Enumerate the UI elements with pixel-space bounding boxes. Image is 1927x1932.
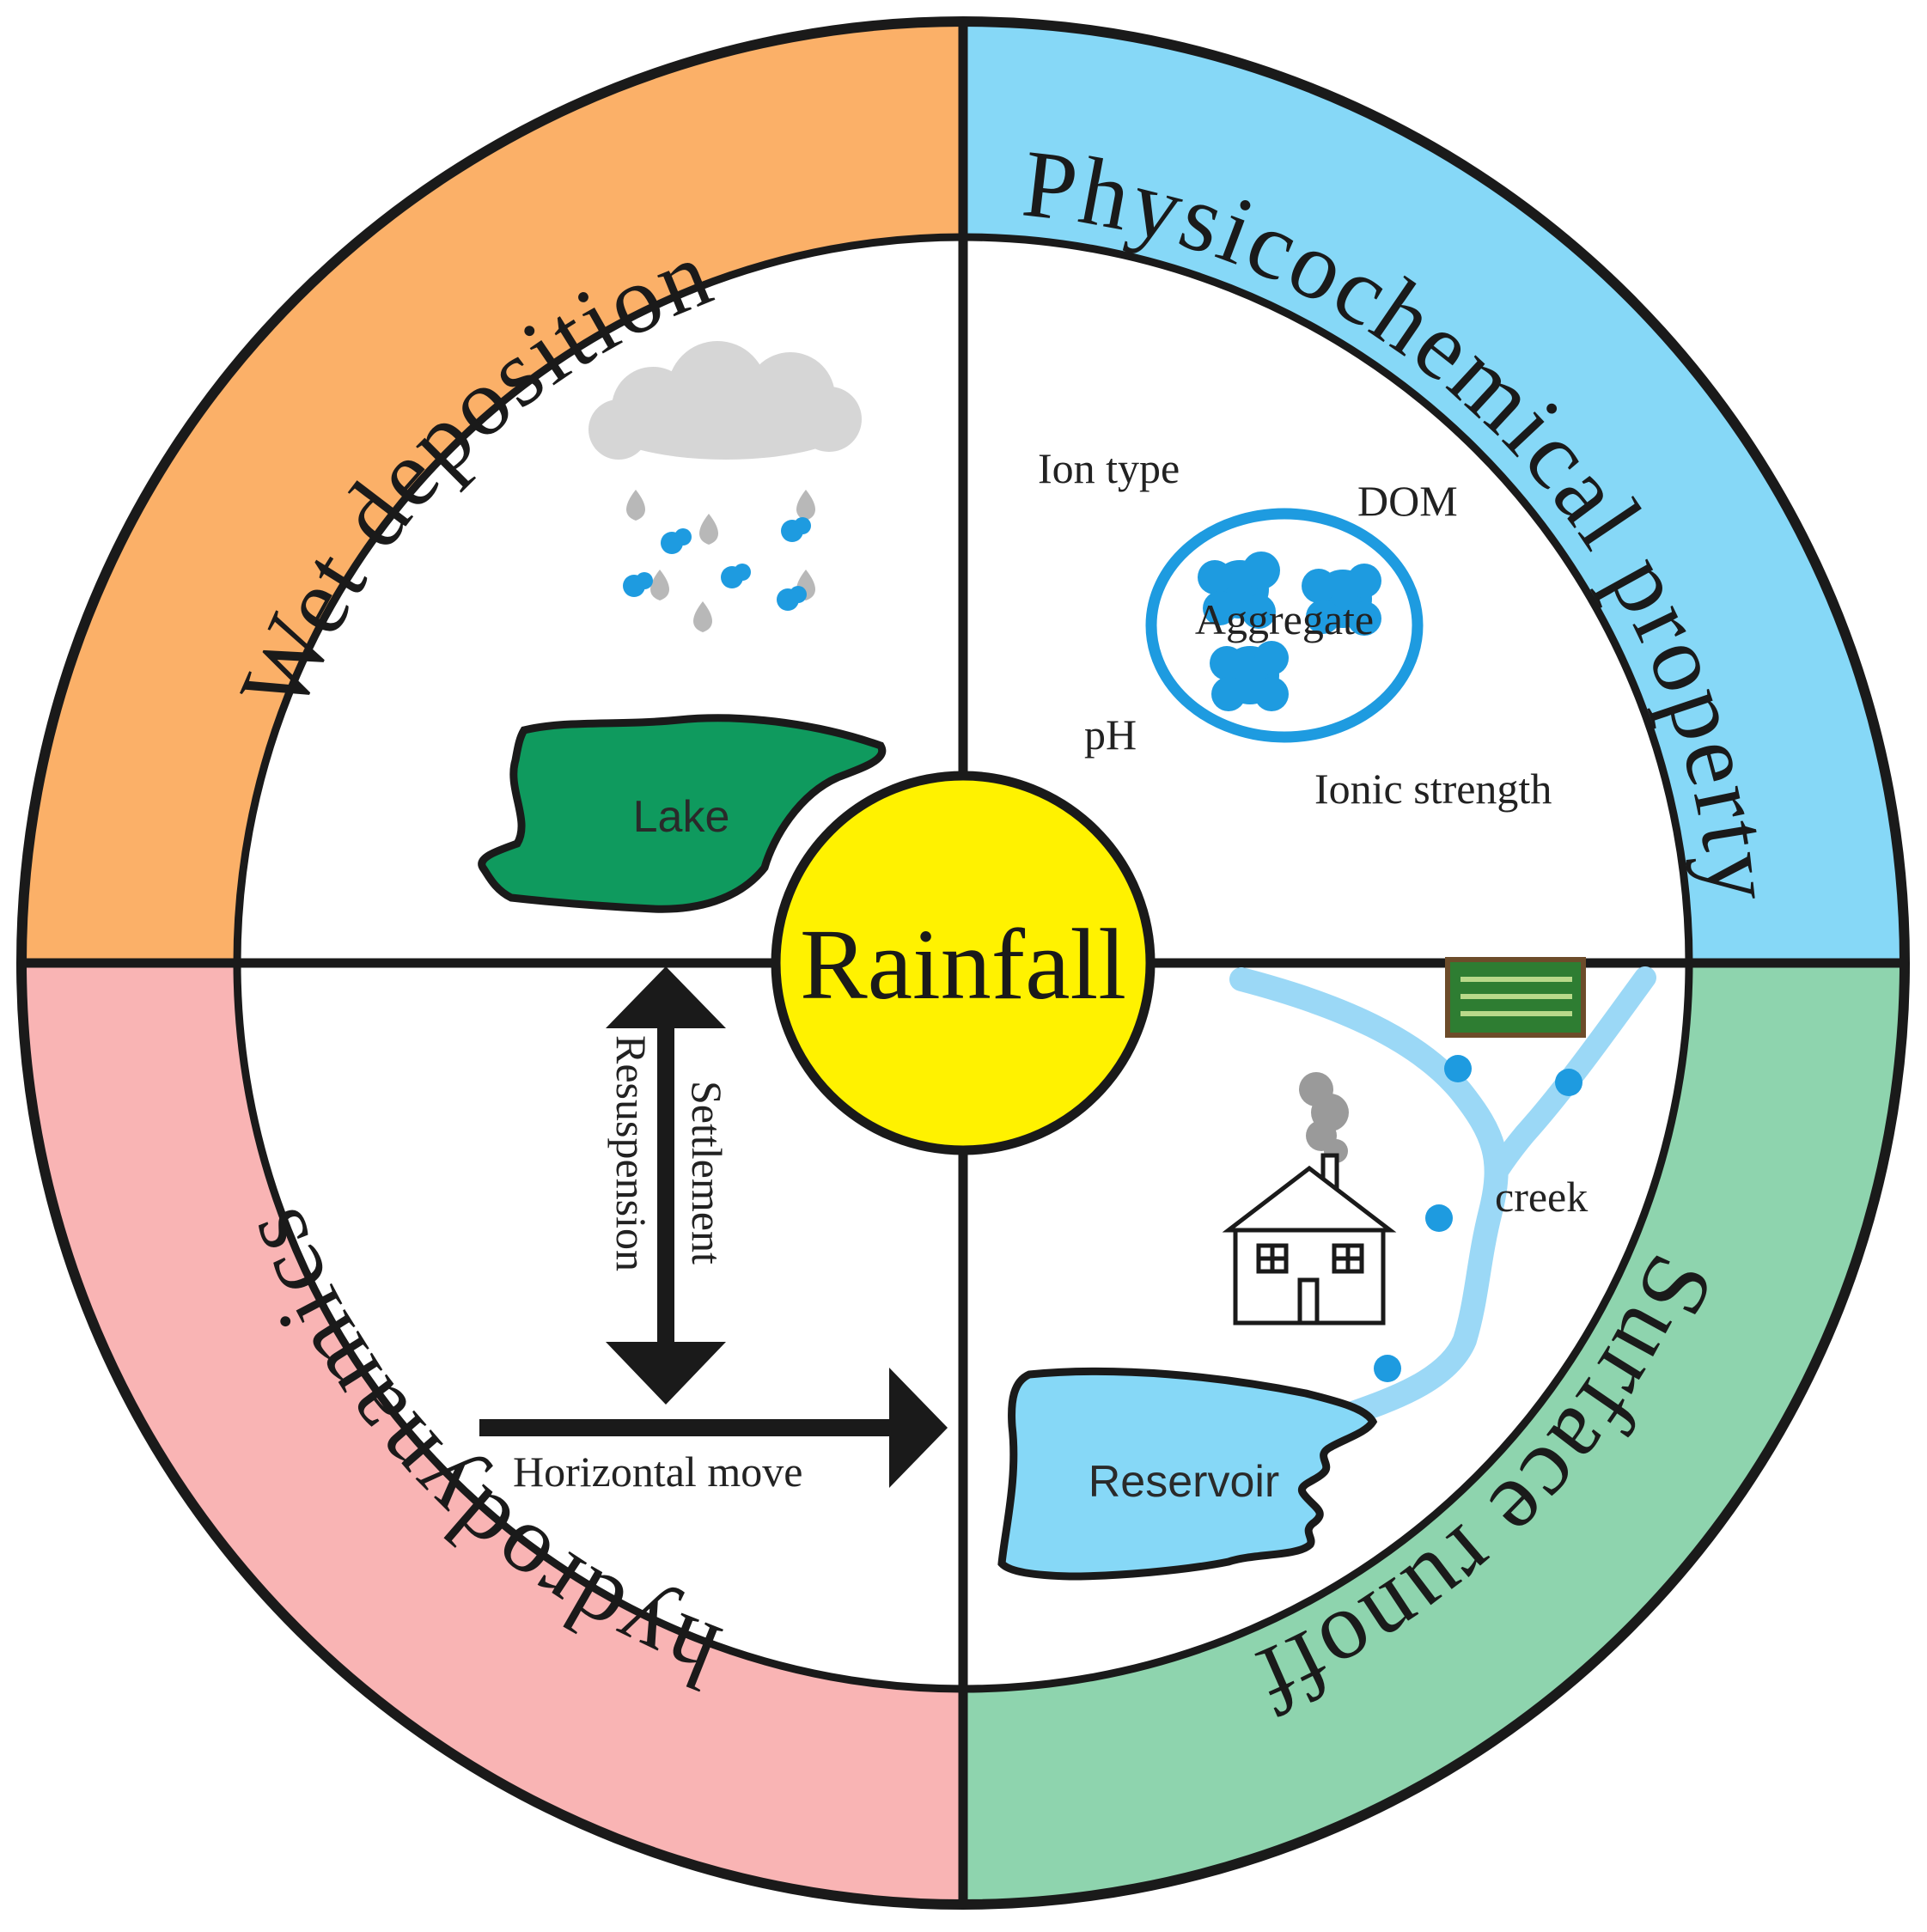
cloud-icon: [588, 341, 862, 460]
reservoir-label: Reservoir: [1089, 1457, 1280, 1507]
creek-label: creek: [1495, 1173, 1588, 1221]
rainfall-label: Rainfall: [800, 908, 1126, 1021]
horizontal-arrow-icon: [479, 1368, 948, 1488]
rainfall-circle: [771, 771, 1156, 1155]
resuspension-label: Resuspension: [607, 1035, 656, 1271]
aggregate-label: Aggregate: [1195, 595, 1374, 643]
particle-icons-rain: [623, 517, 811, 611]
factory-house-icon: [1222, 1153, 1397, 1326]
lake-label: Lake: [633, 792, 730, 842]
lake-shape: [478, 714, 887, 913]
aggregate-particle-icon: [1198, 552, 1381, 711]
farmland-icon: [1445, 957, 1586, 1038]
settlement-label: Settlement: [683, 1081, 731, 1265]
smoke-icon: [1299, 1072, 1349, 1163]
reservoir-shape: [997, 1367, 1378, 1581]
ion-type-label: Ion type: [1038, 444, 1180, 492]
ph-label: pH: [1084, 710, 1137, 759]
ionic-strength-label: Ionic strength: [1314, 765, 1552, 813]
rain-drop-icon: [626, 490, 815, 632]
dom-label: DOM: [1357, 477, 1458, 525]
aggregate-ring: [1145, 508, 1424, 743]
horizontal-move-label: Horizontal move: [513, 1447, 802, 1496]
double-arrow-icon: [606, 966, 726, 1405]
